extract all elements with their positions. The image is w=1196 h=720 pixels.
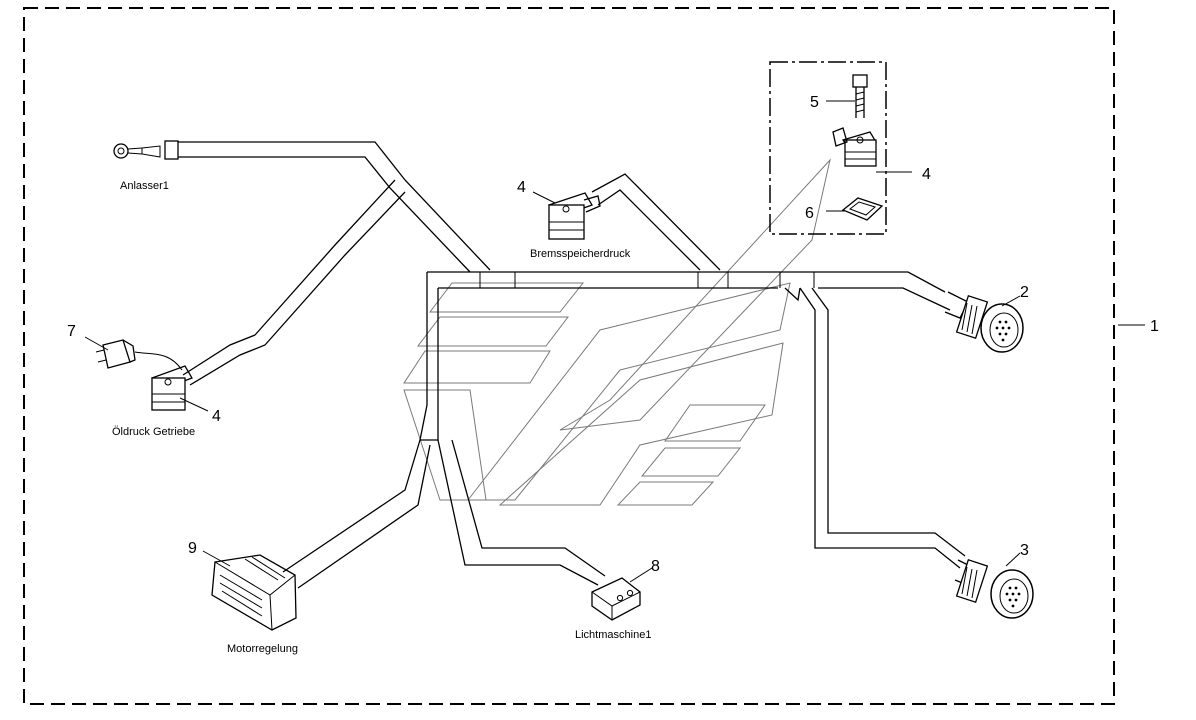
pressure-sensor-bremsspeicher xyxy=(548,192,601,240)
pressure-sensor-oeldruck xyxy=(151,365,193,411)
leader-lines xyxy=(84,100,1145,583)
label-bremsspeicherdruck: Bremsspeicherdruck xyxy=(530,248,631,260)
ecu-connector xyxy=(211,554,297,631)
detail-box xyxy=(769,61,887,235)
alternator-connector xyxy=(591,577,641,621)
callout-round-connector-upper: 2 xyxy=(1020,284,1029,301)
detail-seal xyxy=(841,197,884,221)
label-motorregelung: Motorregelung xyxy=(227,643,298,655)
detail-sensor xyxy=(832,127,877,167)
watermark-logo xyxy=(403,158,831,506)
callout-lichtmaschine: 8 xyxy=(651,558,660,575)
callout-round-connector-lower: 3 xyxy=(1020,542,1029,559)
label-anlasser: Anlasser1 xyxy=(120,180,169,192)
harness-cables xyxy=(178,141,966,589)
round-connector-lower xyxy=(954,559,1034,619)
callout-plug: 7 xyxy=(67,323,76,340)
round-connector-upper xyxy=(944,291,1024,353)
callout-bremsspeicher-sensor: 4 xyxy=(517,179,526,196)
label-oeldruck: Öldruck Getriebe xyxy=(112,426,195,438)
callout-assembly: 1 xyxy=(1150,318,1159,335)
callout-oeldruck-sensor: 4 xyxy=(212,408,221,425)
callout-detail-seal: 6 xyxy=(805,205,814,222)
callout-motorregelung: 9 xyxy=(188,540,197,557)
assembly-boundary xyxy=(23,7,1115,705)
callout-detail-sensor: 4 xyxy=(922,166,931,183)
plug-connector xyxy=(95,339,183,371)
callout-detail-screw: 5 xyxy=(810,94,819,111)
ring-terminal xyxy=(113,140,179,160)
detail-screw xyxy=(852,74,868,118)
label-lichtmaschine: Lichtmaschine1 xyxy=(575,629,651,641)
